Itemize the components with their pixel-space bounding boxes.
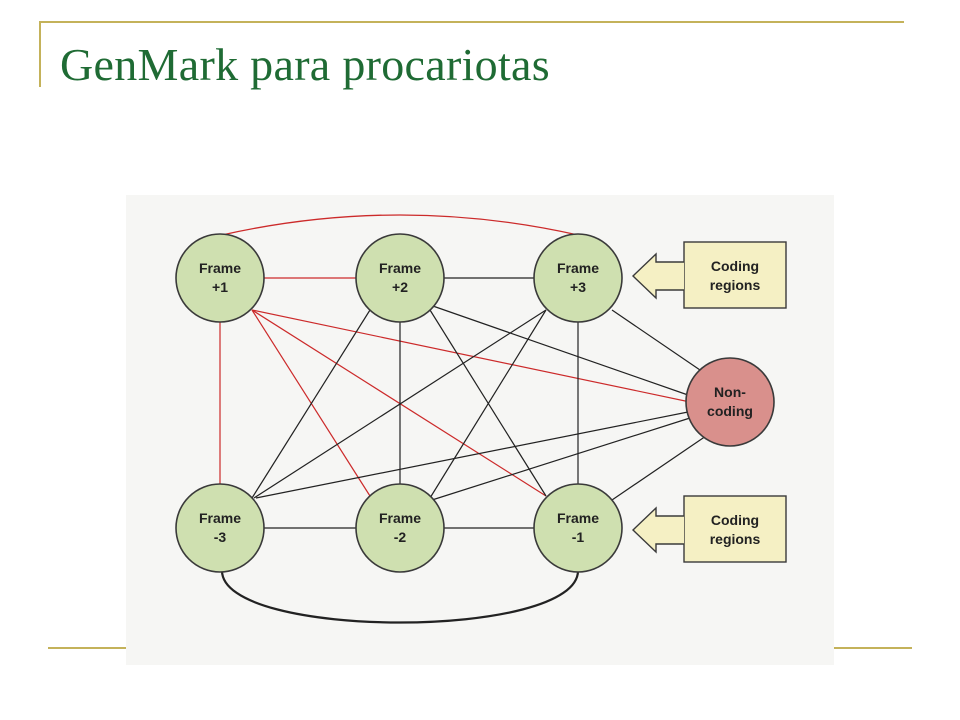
node-frame-minus1-line2: -1 xyxy=(572,529,585,545)
edge-f3-nc xyxy=(611,309,701,371)
arrow-left-icon xyxy=(631,252,684,300)
node-frame-minus2-line2: -2 xyxy=(394,529,407,545)
node-frame-plus1-line1: Frame xyxy=(199,260,241,276)
left-rule xyxy=(39,21,41,87)
slide-title: GenMark para procariotas xyxy=(60,39,550,90)
edge-fm3-fm1-arc xyxy=(220,569,580,624)
coding-regions-top: Coding regions xyxy=(631,241,787,309)
node-frame-plus3-line2: +3 xyxy=(570,279,586,295)
node-frame-plus2-line2: +2 xyxy=(392,279,408,295)
coding-regions-bottom-line2: regions xyxy=(710,531,761,547)
node-frame-minus1-line1: Frame xyxy=(557,510,599,526)
edge-f1-f3-arc xyxy=(221,214,579,236)
edge-fm3-nc xyxy=(255,411,689,499)
edge-f1-fm1 xyxy=(251,309,547,497)
node-frame-minus1: Frame -1 xyxy=(533,483,623,573)
node-frame-plus1: Frame +1 xyxy=(175,233,265,323)
top-rule xyxy=(40,21,904,23)
coding-regions-top-line1: Coding xyxy=(711,258,759,274)
node-frame-minus3: Frame -3 xyxy=(175,483,265,573)
node-frame-minus3-line2: -3 xyxy=(214,529,227,545)
node-non-coding: Non- coding xyxy=(685,357,775,447)
edge-f2-fm3 xyxy=(251,309,371,499)
edge-f2-nc xyxy=(429,304,689,396)
coding-regions-bottom: Coding regions xyxy=(631,495,787,563)
bottom-right-rule xyxy=(834,647,912,649)
edge-fm1-nc xyxy=(611,435,707,501)
node-frame-plus3-line1: Frame xyxy=(557,260,599,276)
arrow-left-icon xyxy=(631,506,684,554)
edge-f3-fm2 xyxy=(429,309,547,499)
coding-regions-bottom-line1: Coding xyxy=(711,512,759,528)
node-frame-minus2-line1: Frame xyxy=(379,510,421,526)
node-frame-plus1-line2: +1 xyxy=(212,279,228,295)
edge-f3-fm3 xyxy=(253,309,547,499)
node-frame-minus3-line1: Frame xyxy=(199,510,241,526)
bottom-left-rule xyxy=(48,647,126,649)
node-frame-plus2-line1: Frame xyxy=(379,260,421,276)
node-frame-minus2: Frame -2 xyxy=(355,483,445,573)
coding-regions-top-line2: regions xyxy=(710,277,761,293)
node-non-coding-line1: Non- xyxy=(714,384,746,400)
node-frame-plus3: Frame +3 xyxy=(533,233,623,323)
edge-fm2-nc xyxy=(431,417,691,501)
node-non-coding-line2: coding xyxy=(707,403,753,419)
edge-f1-nc xyxy=(251,309,691,403)
node-frame-plus2: Frame +2 xyxy=(355,233,445,323)
